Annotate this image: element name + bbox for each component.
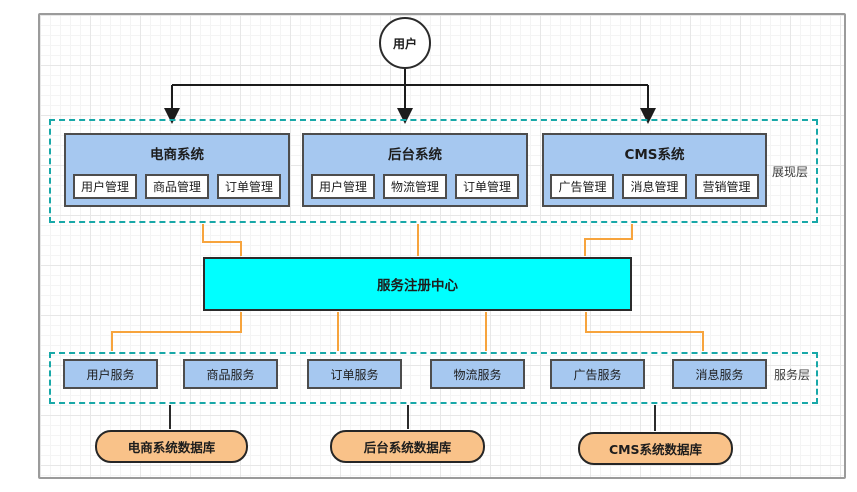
service-box-logistics[interactable]: 物流服务	[430, 359, 525, 389]
module-chip[interactable]: 物流管理	[382, 174, 447, 199]
user-node-label: 用户	[392, 36, 417, 51]
database-node-ecommerce[interactable]: 电商系统数据库	[95, 430, 248, 463]
service-box-label: 商品服务	[206, 367, 255, 382]
system-title: 电商系统	[150, 147, 204, 163]
service-box-message[interactable]: 消息服务	[672, 359, 767, 389]
module-row: 用户管理 商品管理 订单管理	[72, 174, 282, 199]
module-chip[interactable]: 用户管理	[72, 174, 137, 199]
system-box-backend[interactable]: 后台系统 用户管理 物流管理 订单管理	[302, 133, 528, 207]
service-box-user[interactable]: 用户服务	[63, 359, 158, 389]
module-chip[interactable]: 订单管理	[455, 174, 520, 199]
service-box-label: 订单服务	[330, 367, 379, 382]
system-title: CMS系统	[624, 147, 685, 163]
database-label: CMS系统数据库	[608, 442, 703, 457]
service-box-label: 物流服务	[453, 367, 502, 382]
module-chip[interactable]: 广告管理	[550, 174, 615, 199]
user-node[interactable]: 用户	[379, 17, 431, 69]
service-box-order[interactable]: 订单服务	[307, 359, 402, 389]
system-box-cms[interactable]: CMS系统 广告管理 消息管理 营销管理	[542, 133, 767, 207]
service-box-product[interactable]: 商品服务	[183, 359, 278, 389]
service-layer-label: 服务层	[774, 368, 811, 382]
module-chip[interactable]: 消息管理	[622, 174, 687, 199]
module-chip[interactable]: 营销管理	[694, 174, 759, 199]
presentation-layer-container[interactable]	[49, 119, 818, 223]
database-node-cms[interactable]: CMS系统数据库	[578, 432, 733, 465]
service-layer-container[interactable]	[49, 352, 818, 404]
module-row: 用户管理 物流管理 订单管理	[310, 174, 520, 199]
database-node-backend[interactable]: 后台系统数据库	[330, 430, 485, 463]
presentation-layer-label: 展现层	[772, 165, 809, 179]
module-chip[interactable]: 订单管理	[217, 174, 282, 199]
database-label: 电商系统数据库	[127, 440, 216, 455]
diagram-frame	[38, 13, 846, 479]
system-box-ecommerce[interactable]: 电商系统 用户管理 商品管理 订单管理	[64, 133, 290, 207]
module-chip[interactable]: 商品管理	[144, 174, 209, 199]
service-box-label: 用户服务	[86, 367, 135, 382]
service-box-label: 消息服务	[695, 367, 744, 382]
service-registry-box[interactable]: 服务注册中心	[203, 257, 632, 311]
service-box-label: 广告服务	[573, 367, 622, 382]
service-registry-label: 服务注册中心	[377, 278, 458, 294]
module-row: 广告管理 消息管理 营销管理	[550, 174, 759, 199]
system-title: 后台系统	[388, 147, 442, 163]
service-box-ad[interactable]: 广告服务	[550, 359, 645, 389]
module-chip[interactable]: 用户管理	[310, 174, 375, 199]
database-label: 后台系统数据库	[363, 440, 452, 455]
